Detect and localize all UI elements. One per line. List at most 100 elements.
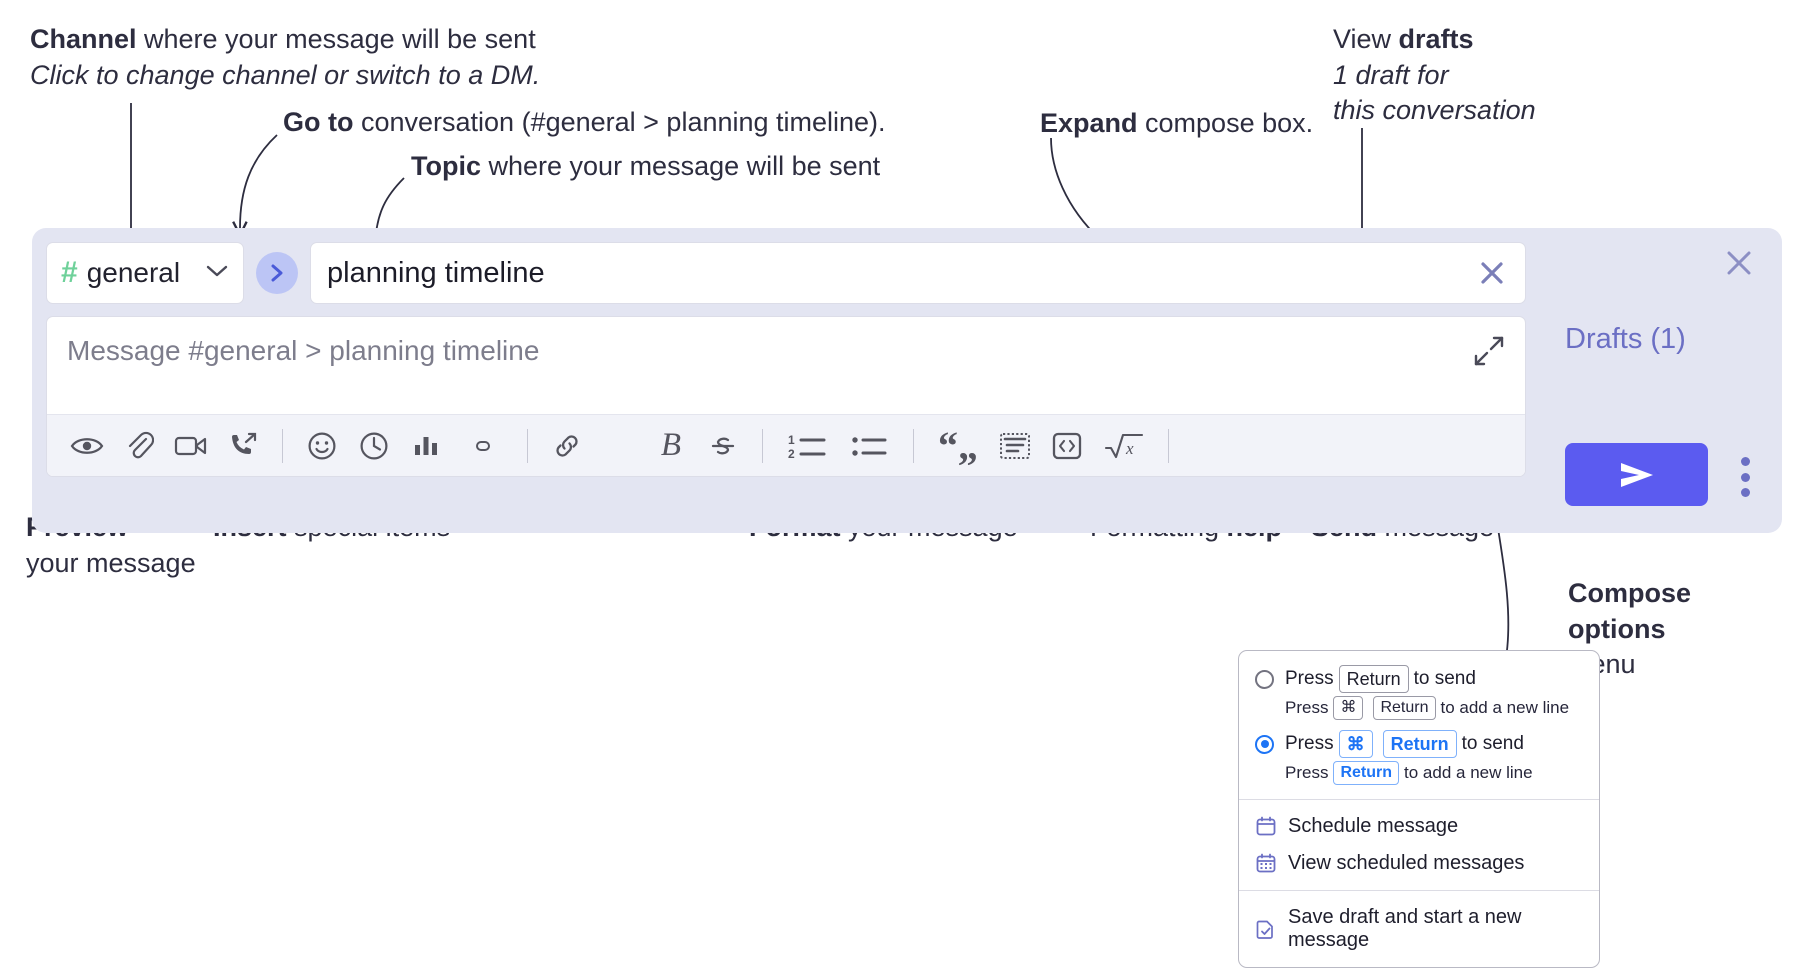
poll-icon[interactable] <box>400 423 452 469</box>
menu-divider <box>1239 889 1599 891</box>
annotation-goto-bold: Go to <box>283 107 354 137</box>
expand-icon <box>1474 336 1504 366</box>
hash-icon: # <box>61 256 78 289</box>
italic-label: B <box>660 427 682 463</box>
emoji-icon[interactable] <box>296 423 348 469</box>
menu-item-schedule-message[interactable]: Schedule message <box>1239 808 1599 845</box>
calendar-icon <box>1255 815 1277 837</box>
chevron-down-icon <box>205 264 229 283</box>
topic-input-wrapper[interactable]: planning timeline <box>310 242 1526 304</box>
code-block-icon[interactable] <box>989 423 1041 469</box>
toolbar-divider <box>1168 428 1169 463</box>
compose-options-menu: Press Return to send Press ⌘ Return to a… <box>1238 650 1600 968</box>
expand-compose-button[interactable] <box>1473 335 1505 367</box>
toolbar-divider <box>527 428 528 463</box>
annotation-channel: Channel where your message will be sent … <box>30 22 540 93</box>
option2-subtext: Press Return to add a new line <box>1239 760 1599 791</box>
link-icon[interactable] <box>541 423 593 469</box>
channel-name-label: general <box>86 257 181 288</box>
annotation-topic-rest: where your message will be sent <box>481 151 881 181</box>
italic-icon[interactable]: B <box>645 423 697 469</box>
option-cmd-return-to-send[interactable]: Press ⌘ Return to send <box>1239 726 1599 760</box>
option2-sub-key: Return <box>1333 761 1400 785</box>
goto-conversation-button[interactable] <box>256 252 298 294</box>
draft-check-icon <box>1255 918 1277 940</box>
math-icon[interactable]: x <box>1093 423 1155 469</box>
annotation-goto: Go to conversation (#general > planning … <box>283 105 886 141</box>
option2-key1: ⌘ <box>1338 729 1373 759</box>
option1-sub-press: Press <box>1285 698 1329 718</box>
compose-panel: # general planning timeline <box>32 228 1782 533</box>
option1-sub-key2: Return <box>1373 696 1436 720</box>
menu-divider <box>1239 798 1599 800</box>
annotation-topic-bold: Topic <box>411 151 481 181</box>
toolbar-divider <box>913 428 914 463</box>
kebab-dot <box>1740 472 1750 482</box>
topic-input[interactable]: planning timeline <box>327 256 545 289</box>
annotation-compose-options-bold1: Compose <box>1568 578 1692 608</box>
gif-icon[interactable] <box>452 423 514 469</box>
menu-item-label: View scheduled messages <box>1288 851 1525 874</box>
annotation-drafts-italic2: this conversation <box>1333 95 1536 126</box>
send-arrow-icon <box>1620 462 1653 487</box>
option2-sub-press: Press <box>1285 762 1329 782</box>
annotation-channel-bold: Channel <box>30 24 137 54</box>
panel-close-button[interactable] <box>1722 246 1756 280</box>
svg-text:x: x <box>1125 439 1134 458</box>
annotation-drafts: View drafts 1 draft for this conversatio… <box>1333 22 1536 129</box>
menu-item-label: Save draft and start a new message <box>1288 905 1522 951</box>
bold-icon[interactable] <box>593 423 645 469</box>
gif-label <box>476 440 490 451</box>
option1-tail: to send <box>1413 668 1476 690</box>
topic-clear-button[interactable] <box>1475 256 1509 290</box>
option1-key: Return <box>1338 665 1409 694</box>
option1-press: Press <box>1285 668 1334 690</box>
option2-press: Press <box>1285 733 1334 755</box>
strikethrough-icon[interactable] <box>697 423 749 469</box>
annotation-channel-rest: where your message will be sent <box>136 24 536 54</box>
annotation-expand: Expand compose box. <box>1040 106 1313 142</box>
video-icon[interactable] <box>165 423 217 469</box>
close-icon <box>1481 262 1503 284</box>
compose-options-button[interactable] <box>1732 457 1758 497</box>
chevron-right-icon <box>271 264 283 282</box>
annotation-drafts-italic1: 1 draft for <box>1333 59 1449 90</box>
blockquote-icon[interactable]: “„ <box>927 423 989 469</box>
message-input[interactable]: Message #general > planning timeline <box>47 317 1525 414</box>
option1-sub-key1: ⌘ <box>1333 696 1364 720</box>
option1-sub-tail: to add a new line <box>1440 698 1570 718</box>
kebab-dot <box>1740 457 1750 466</box>
send-button[interactable] <box>1565 443 1708 506</box>
annotation-drafts-bold: drafts <box>1398 24 1474 54</box>
bulleted-list-icon[interactable] <box>838 423 900 469</box>
compose-header-row: # general planning timeline <box>46 242 1526 304</box>
annotation-compose-options-bold2: options <box>1568 613 1666 644</box>
radio-selected-icon[interactable] <box>1255 734 1274 754</box>
annotation-expand-rest: compose box. <box>1137 108 1314 138</box>
channel-selector[interactable]: # general <box>46 242 244 304</box>
code-icon[interactable] <box>1041 423 1093 469</box>
close-icon <box>1727 251 1751 275</box>
option2-tail: to send <box>1461 733 1524 755</box>
option-return-to-send[interactable]: Press Return to send <box>1239 661 1599 695</box>
menu-item-save-draft[interactable]: Save draft and start a new message <box>1239 899 1599 959</box>
annotation-topic: Topic where your message will be sent <box>411 149 880 185</box>
toolbar-divider <box>282 428 283 463</box>
clock-icon[interactable] <box>348 423 400 469</box>
annotation-drafts-plain: View <box>1333 24 1399 54</box>
annotation-goto-rest: conversation (#general > planning timeli… <box>353 107 886 137</box>
huddle-icon[interactable] <box>217 423 269 469</box>
attachment-icon[interactable] <box>113 423 165 469</box>
menu-item-label: Schedule message <box>1288 814 1459 837</box>
svg-text:1: 1 <box>788 433 795 447</box>
menu-item-view-scheduled-messages[interactable]: View scheduled messages <box>1239 845 1599 882</box>
annotation-channel-italic: Click to change channel or switch to a D… <box>30 59 541 90</box>
radio-unselected-icon[interactable] <box>1255 669 1274 689</box>
annotation-expand-bold: Expand <box>1040 108 1138 138</box>
drafts-link[interactable]: Drafts (1) <box>1565 323 1686 355</box>
formatting-help-icon[interactable] <box>1182 423 1234 469</box>
message-box: Message #general > planning timeline <box>46 316 1526 477</box>
preview-icon[interactable] <box>61 423 113 469</box>
